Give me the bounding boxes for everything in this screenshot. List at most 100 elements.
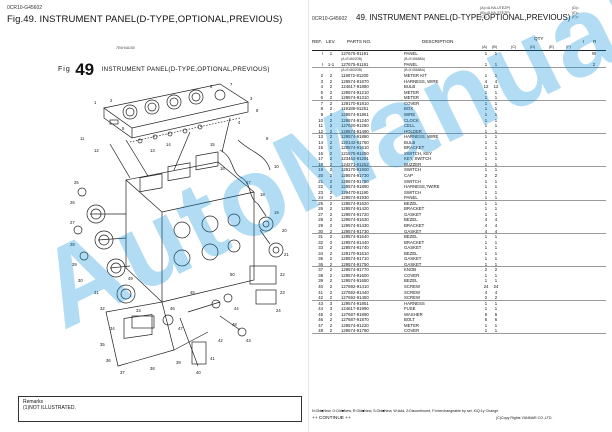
qty-b: 1 [494, 306, 498, 312]
level: 2 [329, 112, 333, 118]
callout-5: 5 [122, 126, 125, 131]
qty-b: 4 [494, 217, 498, 223]
part-number: 129574-91730 [341, 173, 369, 179]
ref-number: 47 [318, 322, 323, 328]
qty-b: 1 [494, 117, 498, 123]
callout-22: 22 [280, 272, 285, 277]
part-number: 123462-91291 [341, 156, 369, 162]
qty-b: 6 [494, 317, 498, 323]
figure-heading: Fig 49 INSTRUMENT PANEL(D-TYPE,OPTIONAL,… [58, 60, 270, 80]
part-description: SCREW [404, 289, 420, 295]
ref-number: 21 [318, 178, 323, 184]
figure-label: Fig [58, 66, 71, 73]
qty-b: 4 [494, 78, 498, 84]
callout-25: 25 [74, 180, 79, 185]
level: 2 [329, 173, 333, 179]
qty-a: 4 [484, 222, 488, 228]
part-number: 124617-91880 [341, 84, 369, 90]
qty-a: 1 [484, 234, 488, 240]
callout-2: 2 [110, 98, 113, 103]
qty-a: 1 [484, 195, 488, 201]
ref-number: 28 [318, 217, 323, 223]
callout-17: 17 [246, 180, 251, 185]
page-gutter [308, 0, 309, 432]
part-description: FUSE [404, 306, 416, 312]
callout-9: 9 [266, 136, 269, 141]
qty-a: 6 [484, 311, 488, 317]
qty-a: 1 [484, 100, 488, 106]
part-description: HARNESS, WIRE [404, 134, 439, 140]
callout-42: 42 [218, 338, 223, 343]
callout-21: 21 [284, 252, 289, 257]
callout-32: 32 [100, 306, 105, 311]
part-number: 129574-91790 [341, 328, 369, 334]
callout-26: 26 [70, 200, 75, 205]
qty-a: 1 [484, 156, 488, 162]
qty-a: 4 [484, 228, 488, 234]
part-number: 129574-91710 [341, 256, 369, 262]
qty-a: 1 [484, 89, 488, 95]
ref-number: 7 [320, 100, 323, 106]
change-legend: N:Old■New, O:Old■New, R:Old■New, S:Old■N… [312, 409, 499, 413]
part-description: CLOCK [404, 117, 419, 123]
remarks-title: Remarks [23, 399, 44, 405]
callout-43: 43 [246, 338, 251, 343]
qty-b: 1 [494, 195, 498, 201]
qty-a: 1 [484, 134, 488, 140]
qty-b: 24 [493, 283, 499, 289]
ref-number: 33 [318, 245, 323, 251]
qty-a: 4 [484, 217, 488, 223]
part-number: 129574-91420 [341, 206, 369, 212]
exploded-parts-diagram: 1 2 3 4 5 6 7 8 9 10 11 12 13 14 15 16 1… [70, 82, 289, 375]
part-description: GASKET [404, 261, 422, 267]
ref-number: 14 [318, 139, 323, 145]
level: 2 [329, 117, 333, 123]
part-number: 121575-91250 [341, 150, 369, 156]
part-number: 129574-91851 [341, 300, 369, 306]
callout-41: 41 [210, 356, 215, 361]
ref-number: 27 [318, 211, 323, 217]
part-number: 127692-91440 [341, 289, 369, 295]
callout-18: 18 [260, 192, 265, 197]
ref-number: 6 [320, 95, 323, 101]
qty-a: 1 [484, 106, 488, 112]
callout-11: 11 [80, 136, 85, 141]
callout-48: 48 [232, 322, 237, 327]
qty-a: 1 [484, 328, 488, 334]
part-description: BULB [404, 139, 416, 145]
qty-a: 1 [484, 189, 488, 195]
level: 2 [329, 128, 333, 134]
qty-a: 1 [484, 200, 488, 206]
part-number: 129574-91610 [341, 145, 369, 151]
part-number: 127692-91410 [341, 283, 369, 289]
part-number: 120142-91760 [341, 139, 369, 145]
remarks-text: (1)NOT ILLUSTRATED. [23, 405, 76, 412]
qty-b: 1 [494, 200, 498, 206]
part-number: 129574-91740 [341, 245, 369, 251]
qty-a: 1 [484, 250, 488, 256]
level: 2 [329, 211, 333, 217]
header-col-c: (C) [511, 45, 517, 49]
serial-note: (A=E46020B) [341, 67, 363, 72]
ref-number: 48 [318, 328, 323, 334]
ref-number: 17 [318, 156, 323, 162]
part-description: SWITCH, KEY [404, 150, 432, 156]
callout-38: 38 [150, 366, 155, 371]
part-description: BEZEL [404, 200, 418, 206]
figure-note: 7E0H4A150 [116, 46, 135, 50]
callout-47: 47 [178, 326, 183, 331]
ref-number: 26 [318, 206, 323, 212]
ref-number: 19 [318, 167, 323, 173]
part-description: BEZEL [404, 234, 418, 240]
qty-a: 1 [484, 306, 488, 312]
